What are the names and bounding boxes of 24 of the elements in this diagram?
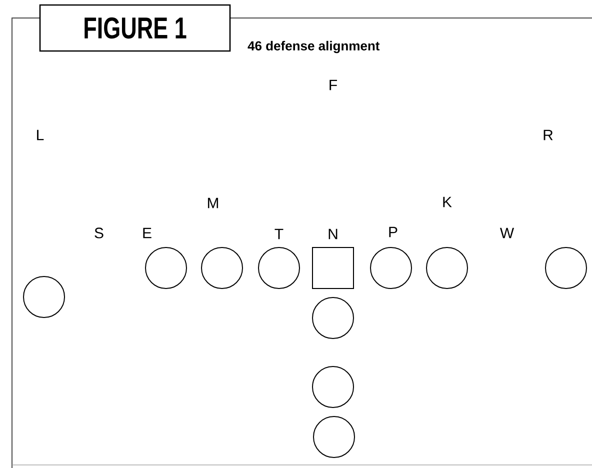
position-letter: M: [208, 198, 218, 208]
player-circle: [258, 247, 300, 289]
position-letter: K: [443, 196, 452, 208]
figure-heading-box: FIGURE 1: [39, 4, 231, 52]
position-letter: N: [328, 228, 338, 240]
player-circle: [545, 247, 587, 289]
position-letter: W: [500, 228, 514, 238]
position-letter: P: [389, 226, 398, 238]
title: 46 defense alignment: [248, 40, 380, 54]
player-circle: [426, 247, 468, 289]
player-circle: [23, 276, 65, 318]
player-circle: [201, 247, 243, 289]
position-letter: E: [143, 228, 152, 238]
position-letter: R: [544, 130, 553, 140]
position-letter: F: [330, 80, 337, 90]
center-square: [312, 247, 354, 289]
player-circle: [145, 247, 187, 289]
position-letter: S: [94, 228, 104, 238]
player-circle: [312, 366, 354, 408]
position-letter: L: [37, 130, 44, 140]
position-letter: T: [274, 228, 284, 240]
player-circle: [312, 297, 354, 339]
player-circle: [370, 247, 412, 289]
player-circle: [313, 416, 355, 458]
